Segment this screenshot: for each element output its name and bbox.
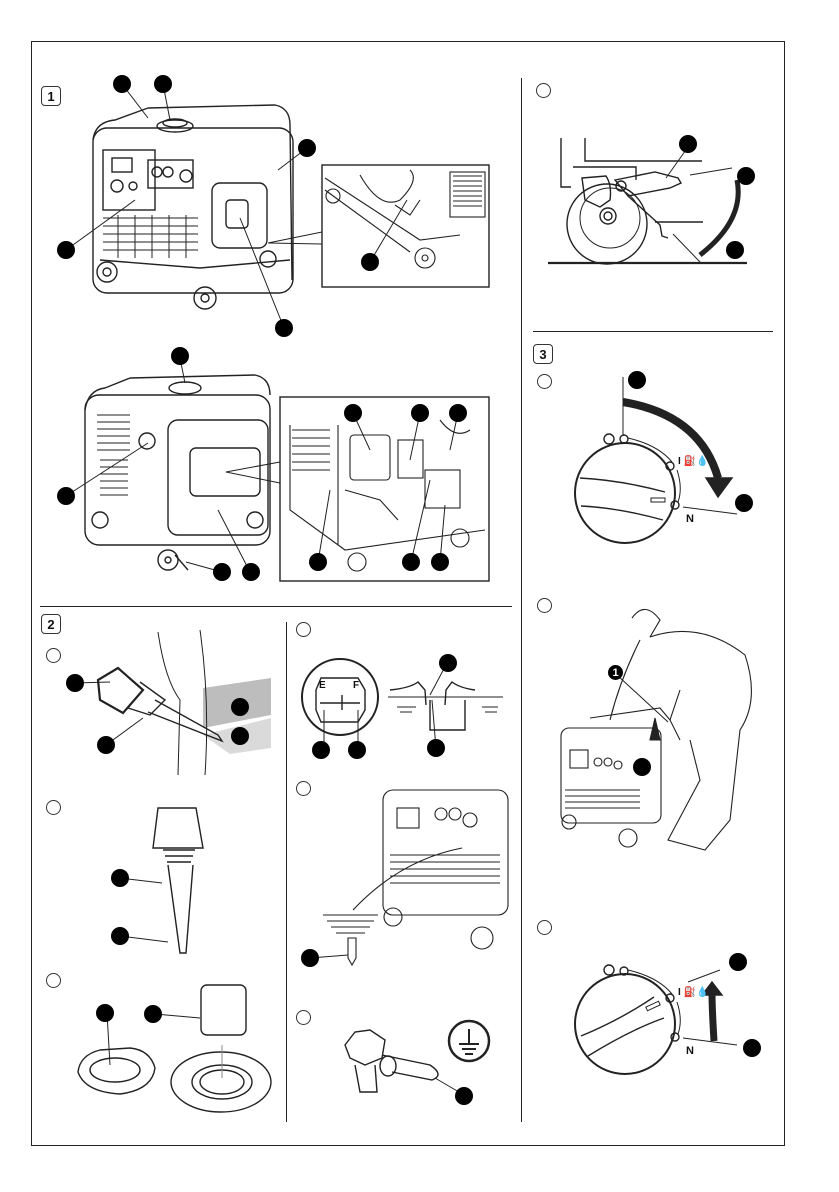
callout-dipstick-b	[97, 736, 115, 754]
callout-gauge-top	[439, 654, 457, 672]
callout-dipstick-d	[231, 727, 249, 745]
callout-filter-a	[96, 1004, 114, 1022]
gauge-label-e: E	[319, 680, 326, 691]
callout-dipstick2-b	[111, 927, 129, 945]
callout-dipstick-a	[66, 674, 84, 692]
callout-gauge-e	[312, 741, 330, 759]
callout-gauge-bottom	[427, 739, 445, 757]
ground-rod-illustration	[323, 790, 508, 965]
fuel-gauge-illustration	[302, 659, 503, 745]
dipstick-illustration	[153, 808, 203, 953]
callout-dipstick2-a	[111, 869, 129, 887]
gauge-label-f: F	[353, 680, 359, 691]
ground-terminal-illustration	[345, 1021, 489, 1092]
callout-ground-terminal	[455, 1087, 473, 1105]
callout-ground-rod	[301, 949, 319, 967]
callout-dipstick-c	[231, 698, 249, 716]
callout-filter-b	[144, 1005, 162, 1023]
callout-gauge-f	[348, 741, 366, 759]
